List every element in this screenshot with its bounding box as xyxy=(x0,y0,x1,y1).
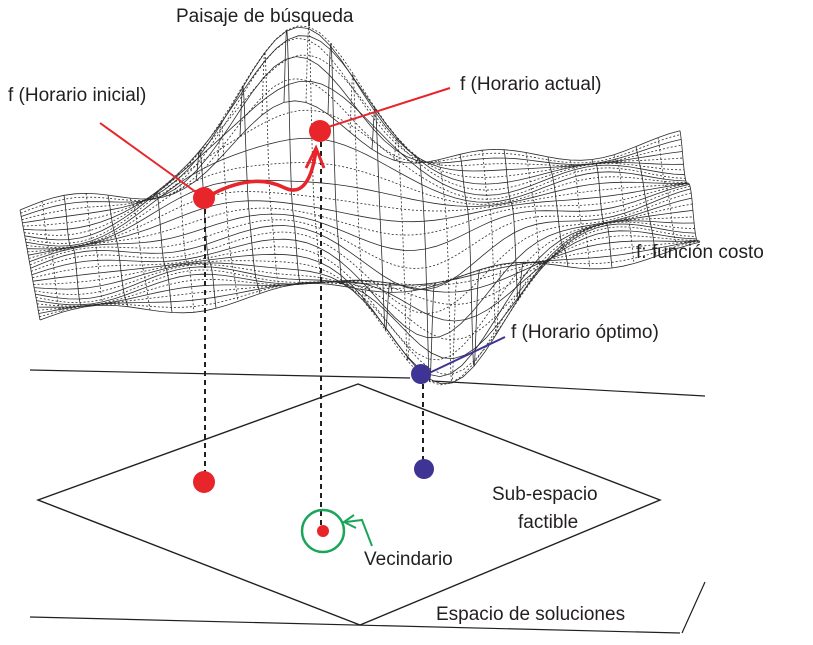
current-schedule-point xyxy=(309,120,331,142)
solution-space-bottom-line xyxy=(29,616,681,634)
neighborhood-pointer-arrowhead xyxy=(342,514,357,529)
optimal-schedule-point xyxy=(411,364,431,384)
plane-line-upper xyxy=(29,369,411,379)
cost-surface-wireframe xyxy=(19,25,701,386)
surface-grid-line xyxy=(239,85,261,294)
surface-grid-line xyxy=(129,197,151,311)
surface-grid-line xyxy=(38,240,699,314)
surface-grid-line xyxy=(503,149,524,300)
plane-line-upper-right xyxy=(431,380,706,397)
label-current-schedule: f (Horario actual) xyxy=(460,74,602,95)
surface-grid-line xyxy=(613,154,635,264)
surface-grid-line xyxy=(415,157,437,382)
surface-grid-line xyxy=(173,172,195,313)
surface-grid-line xyxy=(525,152,547,270)
surface-grid-line xyxy=(29,185,691,270)
surface-grid-line xyxy=(32,203,693,361)
surface-grid-line xyxy=(19,100,681,211)
surface-grid-line xyxy=(39,240,700,318)
surface-grid-line xyxy=(38,240,699,311)
current-solution-point xyxy=(317,525,329,537)
label-feasible-subspace-line1: Sub-espacio xyxy=(492,484,598,505)
surface-grid-line xyxy=(393,135,415,361)
surface-grid-line xyxy=(22,26,683,224)
initial-schedule-point xyxy=(193,187,215,209)
surface-grid-line xyxy=(19,209,41,321)
surface-grid-line xyxy=(327,43,349,288)
surface-grid-line xyxy=(437,159,459,384)
leader-line-current xyxy=(324,87,451,129)
neighborhood-circle xyxy=(300,508,346,554)
surface-grid-line xyxy=(283,28,305,285)
label-cost-function: f: función costo xyxy=(636,242,764,263)
surface-grid-line xyxy=(569,159,591,269)
surface-grid-line xyxy=(591,159,613,269)
surface-grid-line xyxy=(20,78,681,214)
surface-grid-line xyxy=(151,191,173,313)
search-path xyxy=(204,149,318,200)
surface-grid-line xyxy=(22,25,683,227)
surface-grid-line xyxy=(261,51,283,288)
search-path-arrowhead xyxy=(304,144,326,169)
label-optimal-schedule: f (Horario óptimo) xyxy=(511,322,659,343)
label-solution-space: Espacio de soluciones xyxy=(436,604,626,625)
surface-grid-line xyxy=(635,146,657,257)
surface-grid-line xyxy=(305,26,327,285)
label-neighborhood: Vecindario xyxy=(364,549,453,570)
initial-solution-point xyxy=(193,471,215,493)
surface-grid-line xyxy=(481,150,503,335)
label-feasible-subspace-line2: factible xyxy=(518,512,579,533)
label-initial-schedule: f (Horario inicial) xyxy=(8,85,147,106)
diagram-title: Paisaje de búsqueda xyxy=(176,6,354,27)
surface-grid-line xyxy=(41,201,63,313)
leader-line-optimal xyxy=(424,336,506,376)
solution-space-right-line xyxy=(681,581,706,634)
surface-grid-line xyxy=(27,182,688,253)
surface-grid-line xyxy=(32,210,693,378)
optimal-solution-point xyxy=(414,459,434,479)
surface-grid-line xyxy=(657,137,679,249)
surface-grid-line xyxy=(23,35,684,231)
surface-grid-line xyxy=(459,154,481,367)
surface-grid-line xyxy=(107,195,129,307)
leader-line-initial xyxy=(99,122,201,196)
surface-grid-line xyxy=(85,193,107,306)
surface-grid-line xyxy=(217,120,239,302)
surface-grid-line xyxy=(63,195,85,308)
surface-grid-line xyxy=(547,156,569,267)
surface-grid-line xyxy=(371,107,393,331)
surface-grid-line xyxy=(679,130,701,243)
surface-grid-line xyxy=(349,73,371,302)
neighborhood-pointer xyxy=(345,518,373,547)
